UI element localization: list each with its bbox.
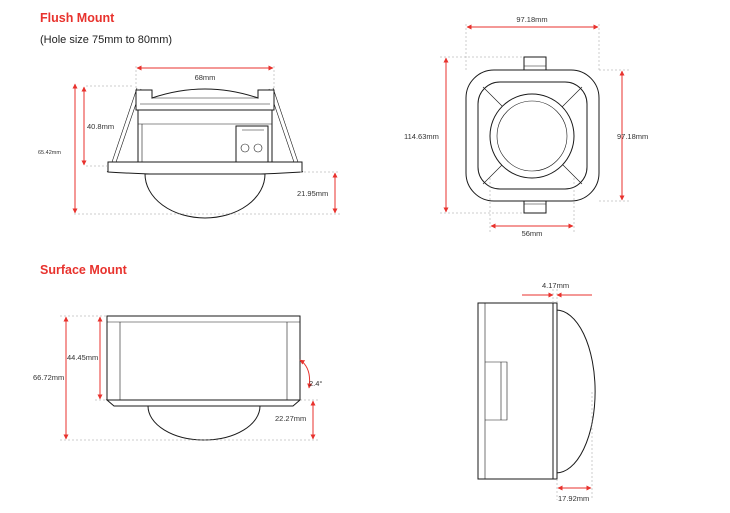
surface-side-view — [477, 302, 596, 480]
sensor-lens-inner — [496, 100, 568, 172]
dim-surface-total-height: 66.72mm — [33, 373, 64, 382]
surface-base — [105, 399, 302, 407]
surface-dome — [147, 405, 261, 441]
surface-front-view — [105, 315, 302, 441]
dim-dome-depth: 17.92mm — [558, 494, 589, 503]
flush-top-cap — [135, 88, 275, 111]
dim-surface-angle: 2.4° — [309, 379, 322, 388]
flush-side-view — [106, 87, 304, 219]
surface-body — [106, 315, 301, 401]
dim-surface-dome-height: 22.27mm — [275, 414, 306, 423]
flush-flange — [107, 161, 303, 176]
dim-top-height-total: 114.63mm — [404, 132, 439, 141]
dim-flush-total-height: 65.42mm — [38, 150, 61, 156]
surface-side-body — [477, 302, 554, 480]
right-spring-clip — [272, 87, 304, 173]
dim-lens-width: 56mm — [522, 229, 543, 238]
dim-flush-body-height: 40.8mm — [87, 122, 114, 131]
dim-top-height-body: 97.18mm — [617, 132, 648, 141]
surface-side-dome — [555, 309, 596, 474]
dim-surface-body-height: 44.45mm — [67, 353, 98, 362]
dim-flange: 4.17mm — [542, 281, 569, 290]
flush-mount-title: Flush Mount — [40, 11, 115, 25]
dim-flush-dome-height: 21.95mm — [297, 189, 328, 198]
surface-side-flange — [552, 302, 558, 480]
side-knockout — [485, 361, 508, 421]
terminal-screw — [240, 143, 250, 153]
surface-mount-title: Surface Mount — [40, 263, 128, 277]
dim-flush-width: 68mm — [195, 73, 216, 82]
dim-line-surface-angle — [299, 359, 313, 389]
sensor-lens-outer — [489, 93, 575, 179]
hole-size-note: (Hole size 75mm to 80mm) — [40, 34, 172, 46]
flush-top-view — [465, 56, 600, 214]
dim-top-width: 97.18mm — [516, 15, 547, 24]
flush-dome — [144, 173, 266, 219]
terminal-block — [235, 125, 269, 163]
